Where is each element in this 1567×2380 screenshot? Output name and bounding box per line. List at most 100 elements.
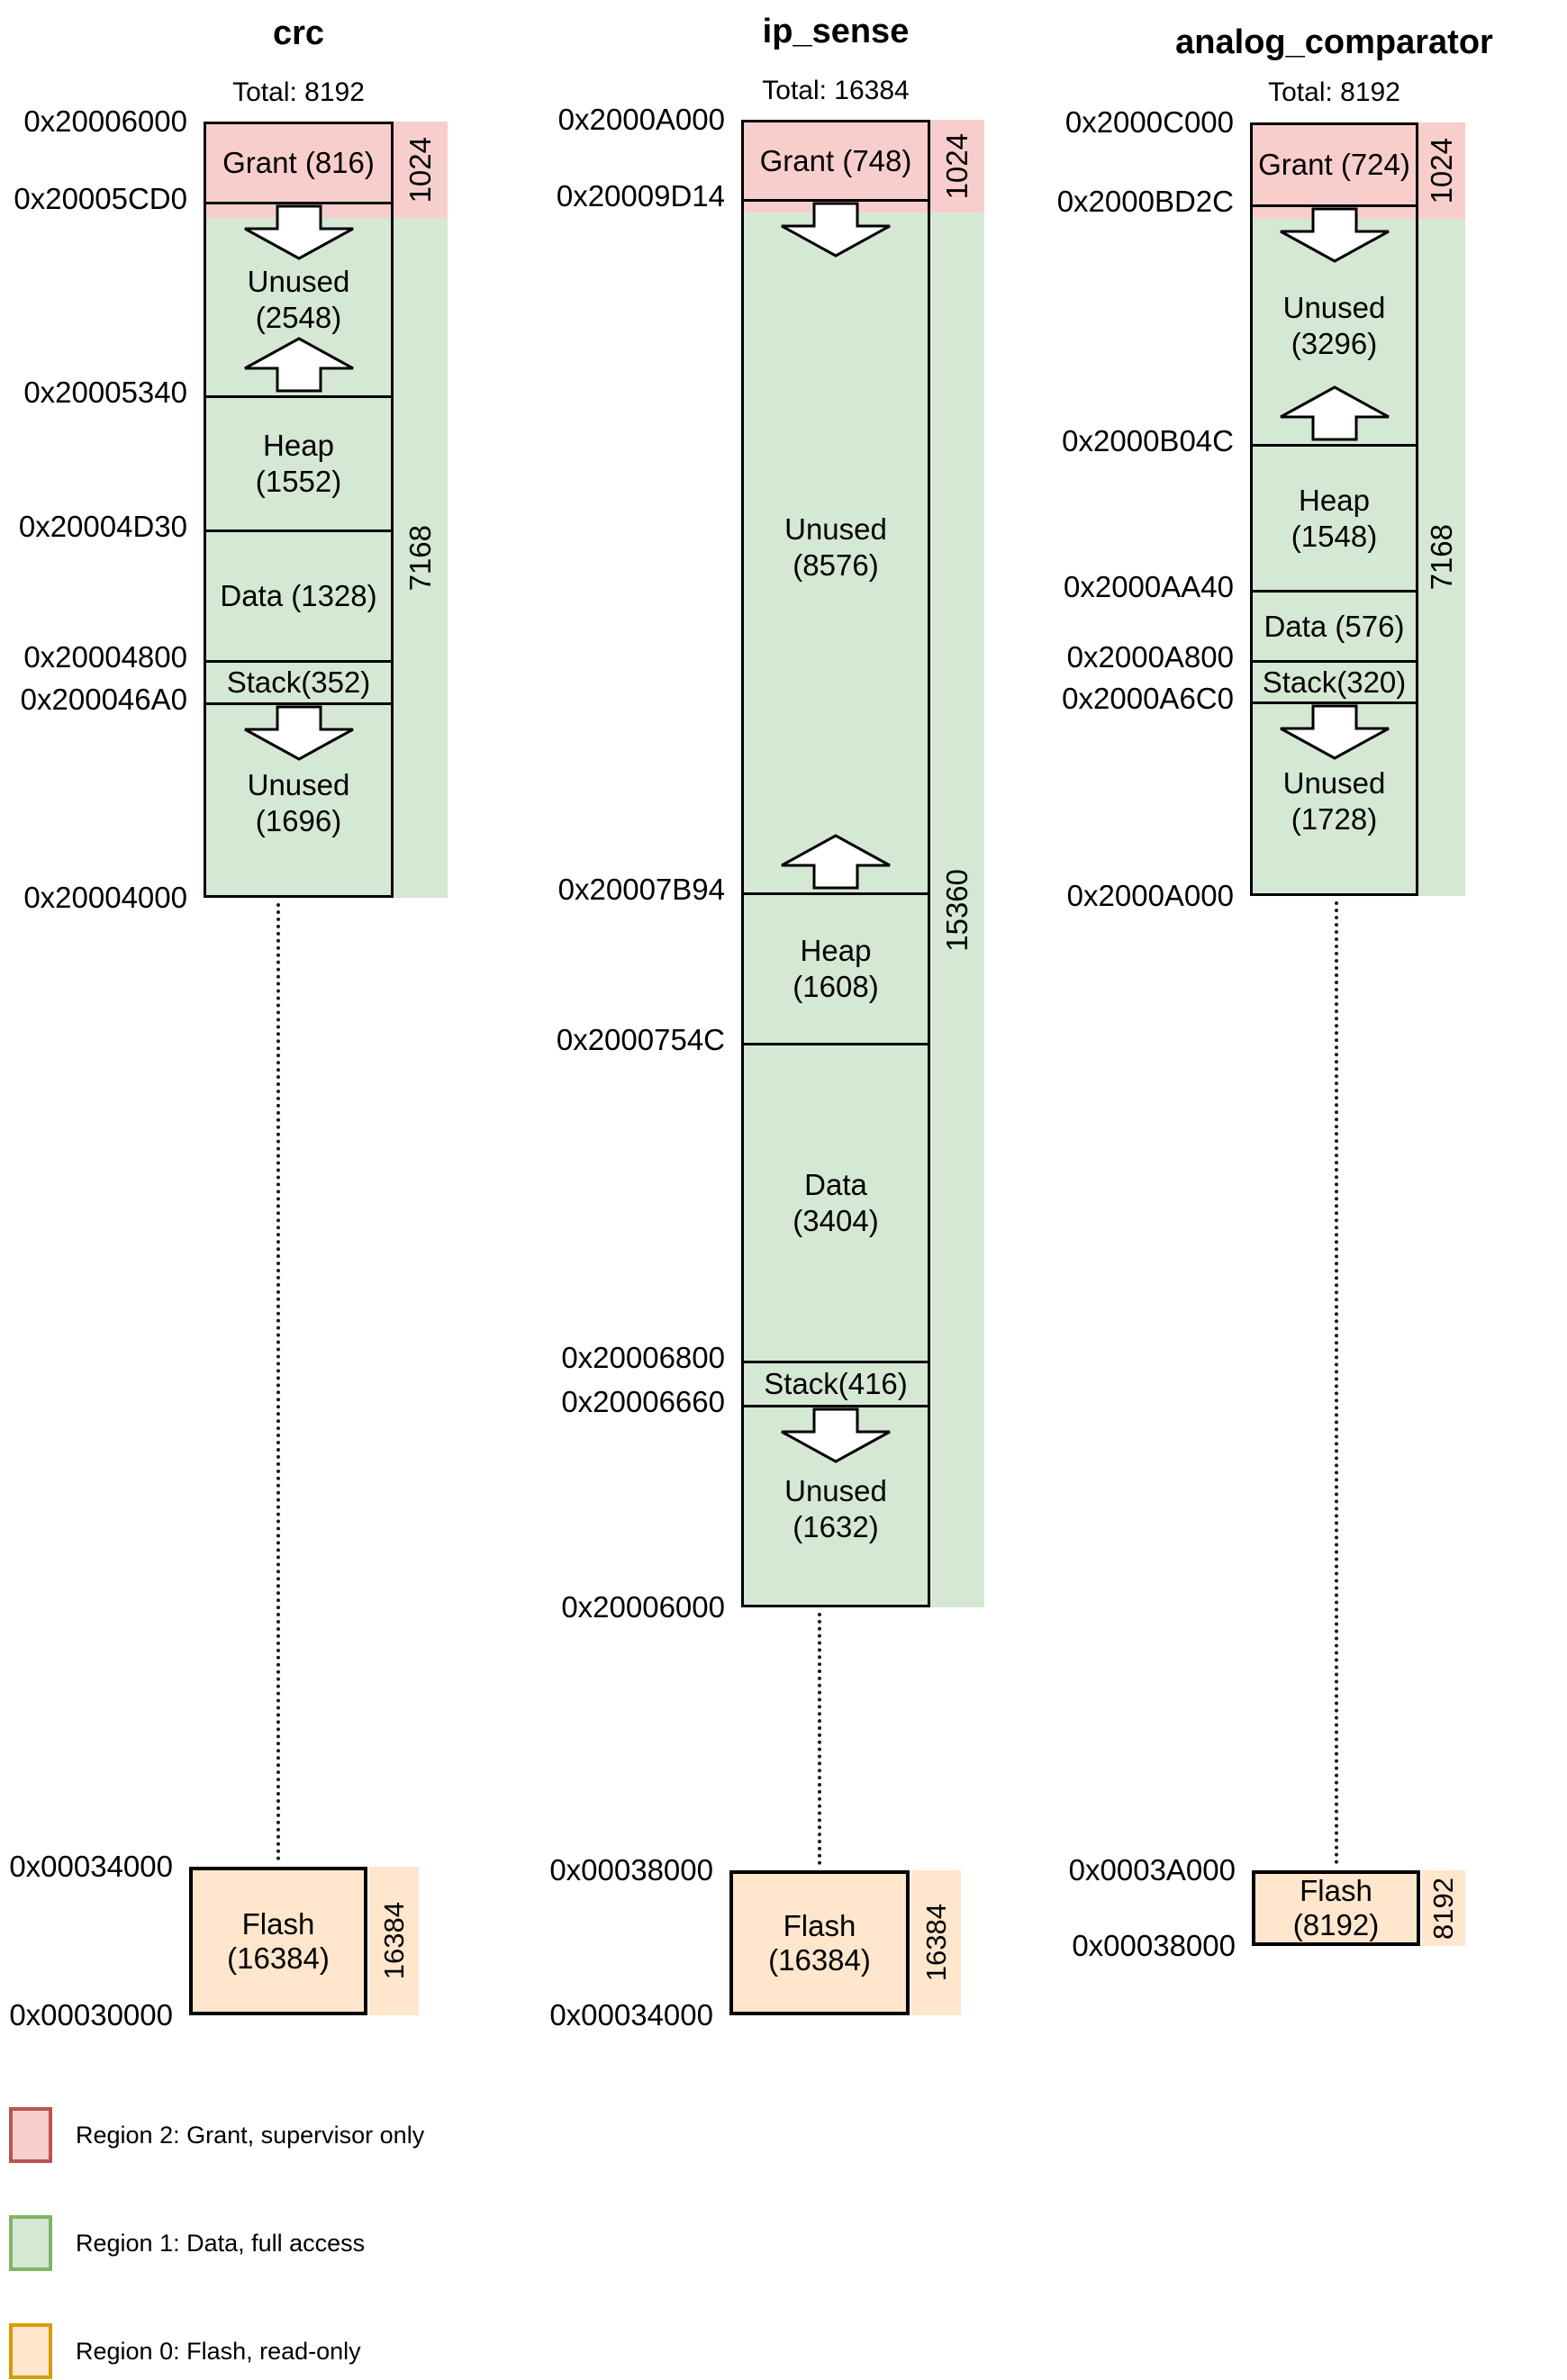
flash-box: Flash(8192) xyxy=(1252,1870,1420,1946)
segment-data: Data (576) xyxy=(1253,590,1416,660)
segment-heap: Heap(1552) xyxy=(206,395,391,529)
legend-swatch-data xyxy=(9,2215,52,2271)
address-label: 0x20009D14 xyxy=(556,179,725,213)
address-label: 0x2000754C xyxy=(556,1023,725,1056)
address-label: 0x00034000 xyxy=(9,1850,173,1883)
grant-region-sidebar: 1024 xyxy=(1418,122,1465,219)
address-label: 0x2000A000 xyxy=(557,103,725,136)
segment-label: (3404) xyxy=(793,1204,879,1237)
grows-down-arrow-icon xyxy=(243,705,354,761)
segment-label: Stack(416) xyxy=(764,1367,908,1400)
dotted-connector xyxy=(818,1613,821,1865)
address-label: 0x2000A800 xyxy=(1066,640,1234,674)
segment-label: Unused xyxy=(784,1473,887,1507)
address-label: 0x00038000 xyxy=(549,1853,713,1887)
segment-label: Unused xyxy=(784,511,887,546)
process-title: crc xyxy=(272,14,325,52)
address-label: 0x200046A0 xyxy=(20,683,187,716)
segment-unused-upper: Unused(3296) xyxy=(1253,204,1416,444)
segment-grant: Grant (724) xyxy=(1253,125,1416,204)
segment-label: Unused xyxy=(247,265,350,298)
legend-item-flash: Region 0: Flash, read-only xyxy=(9,2323,361,2379)
data-region-background xyxy=(744,213,928,1605)
grant-region-background xyxy=(744,122,928,213)
segment-grant: Grant (816) xyxy=(206,124,391,202)
segment-label: Unused xyxy=(247,767,350,801)
address-label: 0x20006000 xyxy=(561,1590,725,1624)
address-label: 0x20004800 xyxy=(23,640,187,674)
segment-unused-upper: Unused(2548) xyxy=(206,202,391,395)
data-region-background xyxy=(206,218,391,895)
flash-box: Flash(16384) xyxy=(729,1870,910,2015)
flash-label: Flash xyxy=(241,1906,315,1941)
legend-label: Region 1: Data, full access xyxy=(76,2229,366,2257)
data-region-sidebar: 7168 xyxy=(394,218,448,898)
segment-label: (3296) xyxy=(1291,326,1378,360)
segment-label: Data xyxy=(804,1168,867,1201)
segment-label: Unused xyxy=(1282,290,1386,324)
ram-box: Grant (748)Unused(8576)Heap(1608)Data(34… xyxy=(741,120,930,1607)
segment-stack: Stack(352) xyxy=(206,660,391,702)
flash-label: Flash xyxy=(783,1908,856,1942)
region-size-label: 1024 xyxy=(940,132,974,200)
ram-box: Grant (724)Unused(3296)Heap(1548)Data (5… xyxy=(1250,122,1418,896)
ram-box: Grant (816)Unused(2548)Heap(1552)Data (1… xyxy=(204,122,394,898)
process-title: analog_comparator xyxy=(1175,23,1493,61)
address-label: 0x2000C000 xyxy=(1064,105,1234,139)
region-size-label: 7168 xyxy=(403,524,437,592)
grows-down-arrow-icon xyxy=(243,204,354,260)
address-label: 0x2000AA40 xyxy=(1064,570,1234,603)
segment-label: (1552) xyxy=(255,465,342,498)
address-label: 0x00030000 xyxy=(9,1998,173,2032)
address-label: 0x20005CD0 xyxy=(14,182,187,215)
data-region-sidebar: 15360 xyxy=(930,213,984,1607)
region-size-label: 7168 xyxy=(1425,524,1458,591)
region-size-label: 8192 xyxy=(1427,1877,1459,1940)
grant-region-background xyxy=(1253,125,1416,219)
region-size-label: 16384 xyxy=(919,1904,952,1982)
flash-label: Flash xyxy=(1300,1874,1372,1907)
flash-box: Flash(16384) xyxy=(189,1867,367,2015)
segment-label: Unused xyxy=(1282,766,1386,800)
address-label: 0x20006660 xyxy=(561,1385,725,1418)
segment-heap: Heap(1608) xyxy=(744,892,928,1043)
address-label: 0x20006000 xyxy=(23,104,187,138)
flash-label: (16384) xyxy=(768,1942,871,1977)
total-size-label: Total: 8192 xyxy=(1268,77,1400,107)
segment-label: (8576) xyxy=(793,547,879,582)
segment-stack: Stack(416) xyxy=(744,1361,928,1405)
segment-label: (1696) xyxy=(255,803,342,837)
address-label: 0x00038000 xyxy=(1072,1929,1236,1962)
segment-data: Data(3404) xyxy=(744,1043,928,1361)
total-size-label: Total: 8192 xyxy=(232,77,365,107)
segment-label: Stack(352) xyxy=(226,665,371,699)
segment-label: (1548) xyxy=(1291,519,1378,553)
segment-data: Data (1328) xyxy=(206,529,391,660)
region-size-label: 1024 xyxy=(403,136,437,204)
segment-label: Grant (748) xyxy=(759,143,912,177)
legend-label: Region 2: Grant, supervisor only xyxy=(76,2121,425,2149)
segment-unused-lower: Unused(1728) xyxy=(1253,701,1416,893)
legend-swatch-flash xyxy=(9,2323,52,2379)
segment-label: Heap xyxy=(1299,483,1370,517)
grows-down-arrow-icon xyxy=(1279,207,1390,263)
region-size-label: 1024 xyxy=(1425,137,1458,204)
segment-label: (1632) xyxy=(793,1509,879,1543)
flash-label: (8192) xyxy=(1292,1908,1380,1941)
segment-label: Heap xyxy=(800,934,872,967)
grows-up-arrow-icon xyxy=(781,834,891,890)
legend-label: Region 0: Flash, read-only xyxy=(76,2337,361,2365)
data-region-background xyxy=(1253,219,1416,893)
address-label: 0x20004000 xyxy=(23,881,187,914)
region-size-label: 15360 xyxy=(940,868,974,952)
segment-label: (1608) xyxy=(793,970,879,1003)
grows-down-arrow-icon xyxy=(781,1407,891,1463)
address-label: 0x20004D30 xyxy=(18,510,187,543)
segment-stack: Stack(320) xyxy=(1253,660,1416,701)
segment-label: Data (576) xyxy=(1264,609,1405,643)
data-region-sidebar: 7168 xyxy=(1418,219,1465,896)
segment-label: (1728) xyxy=(1291,802,1378,836)
address-label: 0x20005340 xyxy=(23,376,187,409)
grant-region-sidebar: 1024 xyxy=(930,120,984,213)
